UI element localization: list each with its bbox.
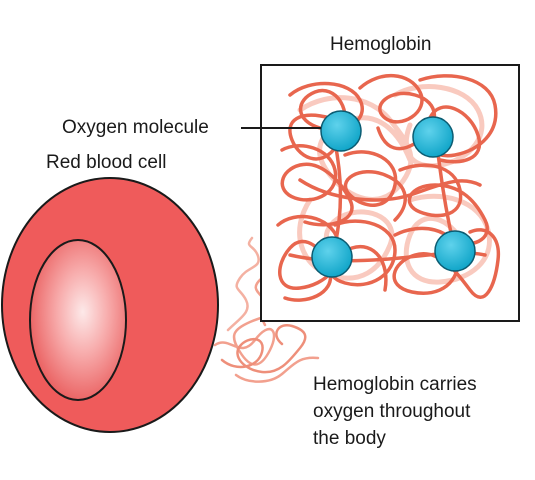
caption-line: oxygen throughout	[313, 401, 471, 422]
red-blood-cell	[1, 177, 219, 433]
hemoglobin-label: Hemoglobin	[330, 34, 432, 55]
oxygen-molecule-2	[412, 116, 454, 158]
caption-line: Hemoglobin carries	[313, 374, 477, 395]
caption-line: the body	[313, 428, 386, 449]
oxygen-molecule-label: Oxygen molecule	[62, 117, 209, 138]
oxygen-molecule-4	[434, 230, 476, 272]
oxygen-molecules	[311, 110, 476, 278]
caption: Hemoglobin carries oxygen throughout the…	[313, 371, 477, 452]
oxygen-molecule-3	[311, 236, 353, 278]
red-blood-cell-label: Red blood cell	[46, 152, 167, 173]
oxygen-molecule-1	[320, 110, 362, 152]
